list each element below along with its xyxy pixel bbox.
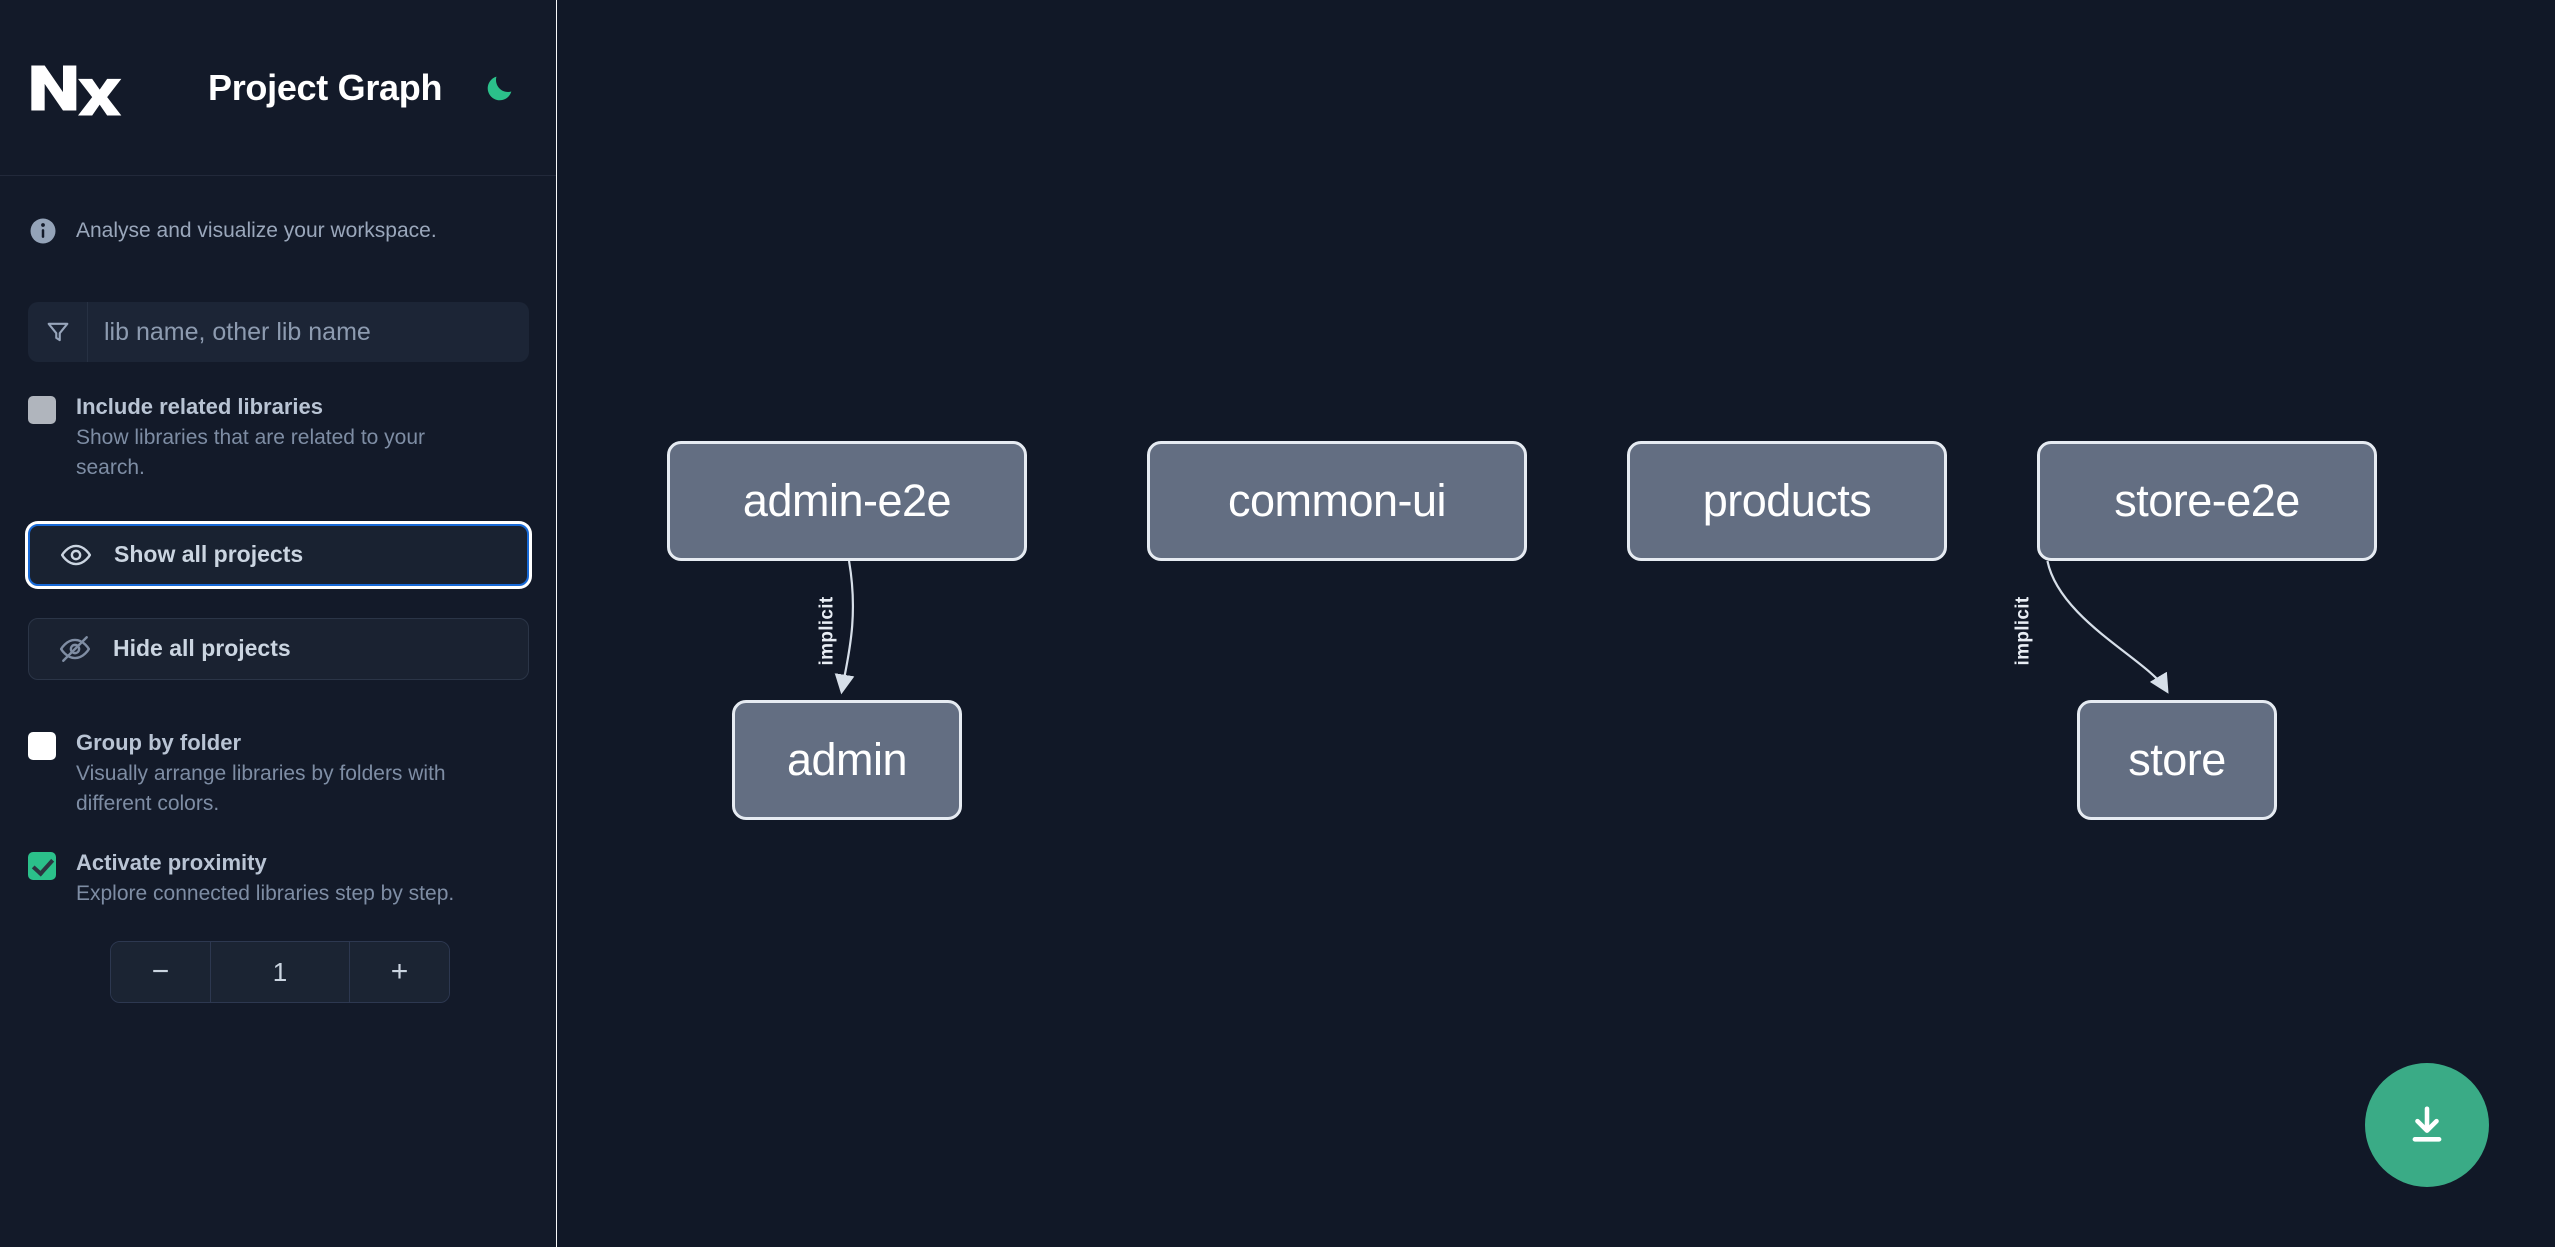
nx-logo-icon	[31, 65, 122, 115]
checkbox-activate-proximity[interactable]	[28, 851, 56, 880]
graph-node-store-e2e[interactable]: store-e2e	[2037, 441, 2377, 561]
edge-label-store-implicit: implicit	[2012, 596, 2034, 666]
graph-node-admin-e2e[interactable]: admin-e2e	[667, 441, 1027, 561]
option-include-related-libraries[interactable]: Include related libraries Show libraries…	[0, 392, 557, 484]
search-input[interactable]	[88, 302, 529, 362]
download-icon	[2412, 1106, 2442, 1142]
filter-field[interactable]	[28, 302, 529, 362]
proximity-stepper: − 1 +	[110, 941, 450, 1004]
hide-all-projects-button[interactable]: Hide all projects	[28, 617, 529, 680]
graph-node-common-ui[interactable]: common-ui	[1147, 441, 1527, 561]
checkbox-group-by-folder[interactable]	[28, 731, 56, 760]
graph-canvas[interactable]: admin-e2e common-ui products store-e2e a…	[557, 0, 2555, 1247]
workspace-info-text: Analyse and visualize your workspace.	[76, 219, 437, 242]
stepper-decrement-button[interactable]: −	[111, 942, 211, 1003]
funnel-glyph	[47, 322, 68, 342]
workspace-info: Analyse and visualize your workspace.	[0, 176, 557, 246]
stepper-increment-button[interactable]: +	[349, 942, 449, 1003]
graph-node-store[interactable]: store	[2077, 700, 2277, 820]
option-group-by-folder[interactable]: Group by folder Visually arrange librari…	[0, 728, 557, 820]
edge-store-e2e-store	[2046, 560, 2169, 694]
moon-icon[interactable]	[480, 68, 520, 108]
hide-all-projects-label: Hide all projects	[113, 635, 291, 662]
option-title: Activate proximity	[76, 849, 267, 875]
graph-node-products[interactable]: products	[1627, 441, 1947, 561]
edge-admin-e2e-admin	[834, 560, 855, 695]
option-description: Explore connected libraries step by step…	[76, 881, 455, 905]
option-activate-proximity[interactable]: Activate proximity Explore connected lib…	[0, 848, 557, 909]
sidebar: Project Graph Analyse and visualize your…	[0, 0, 570, 1247]
edge-label-admin-implicit: implicit	[816, 596, 838, 666]
info-circle-icon	[30, 218, 56, 244]
option-title: Include related libraries	[76, 394, 323, 419]
eye-off-icon	[59, 635, 91, 662]
option-description: Visually arrange libraries by folders wi…	[76, 761, 446, 816]
filter-funnel-icon	[28, 302, 88, 362]
page-title: Project Graph	[208, 66, 443, 108]
download-button[interactable]	[2365, 1063, 2489, 1187]
moon-glyph	[487, 76, 512, 100]
stepper-value: 1	[211, 942, 349, 1003]
graph-node-admin[interactable]: admin	[732, 700, 962, 820]
eye-icon	[60, 544, 92, 566]
checkbox-include-related-libraries[interactable]	[28, 396, 56, 424]
sidebar-header: Project Graph	[0, 0, 557, 176]
graph-edges	[834, 560, 2169, 695]
show-all-projects-button[interactable]: Show all projects	[28, 523, 529, 586]
show-all-projects-label: Show all projects	[114, 541, 304, 568]
option-description: Show libraries that are related to your …	[76, 426, 426, 480]
option-title: Group by folder	[76, 729, 241, 755]
